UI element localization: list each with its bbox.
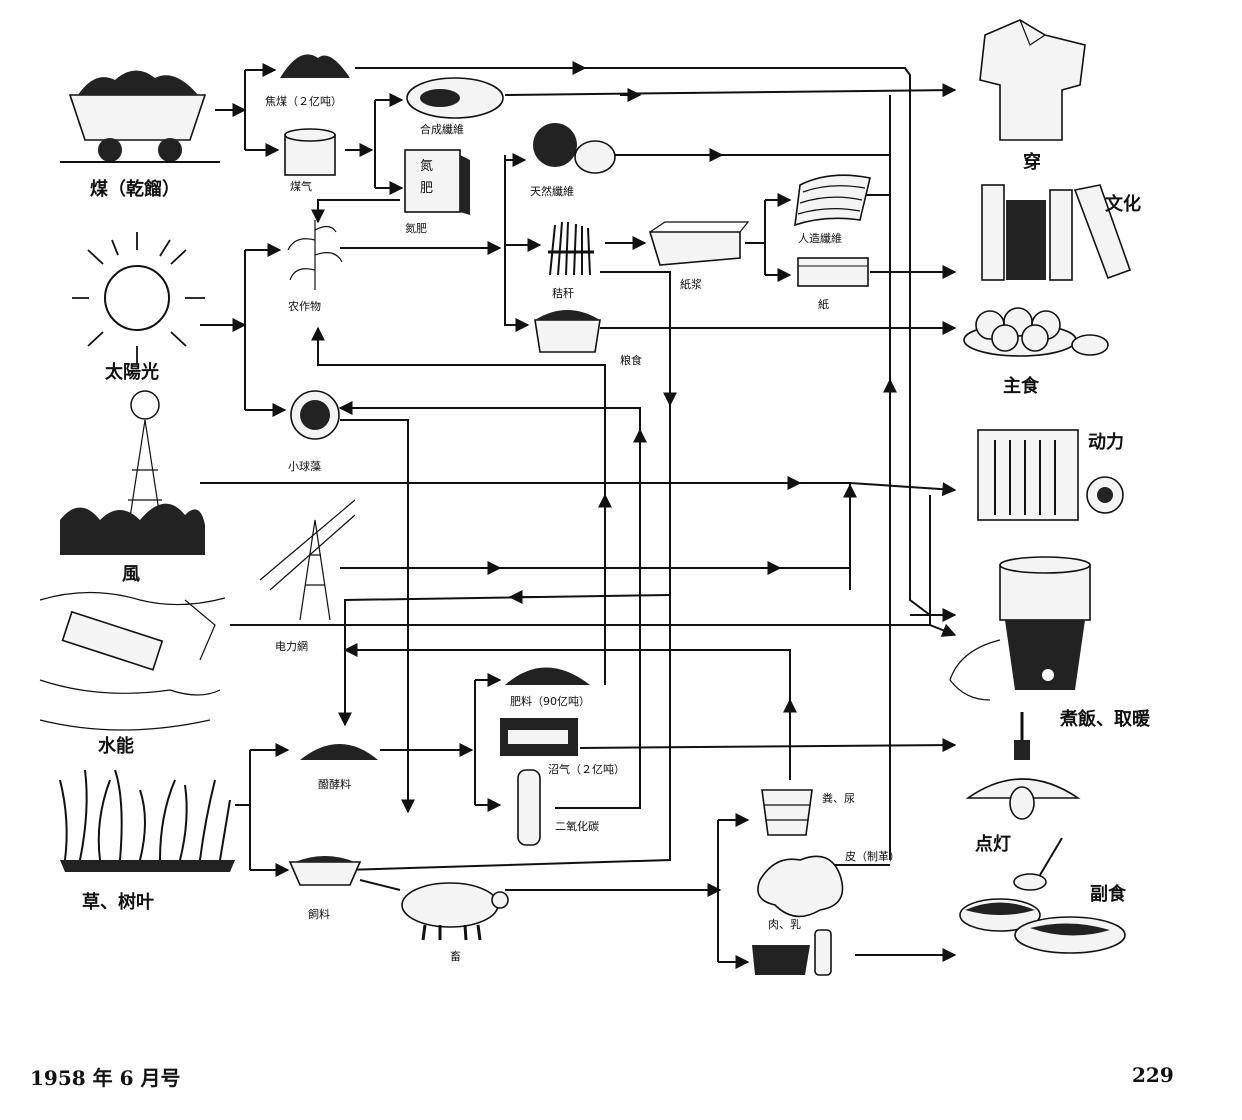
- synthetic-fiber-icon: [406, 77, 504, 119]
- fertilizer2-label: 肥料（90亿吨）: [510, 694, 590, 708]
- coal-gas-label: 煤气: [290, 179, 312, 193]
- output-staple-food-label: 主食: [1003, 375, 1040, 397]
- meat-milk-icon: [752, 929, 832, 976]
- power-pylon-icon: [259, 499, 356, 621]
- coke-label: 焦煤（２亿吨）: [265, 95, 342, 108]
- rayon-label: 人造纖維: [798, 231, 842, 245]
- pulp-tray-icon: [648, 221, 750, 266]
- feed-label: 飼料: [308, 907, 330, 921]
- co2-label: 二氧化碳: [555, 819, 599, 833]
- feed-trough-icon: [288, 856, 362, 886]
- machine-icon: [977, 429, 1124, 521]
- stove-pot-icon: [949, 556, 1091, 701]
- footer-issue: 1958 年 6 月号: [30, 1066, 180, 1090]
- natural-fiber-label: 天然纖維: [530, 184, 574, 198]
- steamed-buns-icon: [963, 307, 1109, 357]
- output-power-label: 动力: [1088, 432, 1124, 453]
- bucket-icon: [761, 789, 813, 836]
- gas-tank-icon: [284, 128, 336, 176]
- source-grass-label: 草、树叶: [82, 891, 154, 913]
- chlorella-label: 小球藻: [288, 459, 321, 473]
- manure-label: 粪、尿: [822, 791, 855, 805]
- books-icon: [981, 184, 1132, 281]
- rayon-icon: [794, 174, 871, 227]
- coal-cart-icon: [60, 70, 220, 163]
- dishes-icon: [959, 837, 1126, 954]
- crops-label: 农作物: [288, 299, 321, 313]
- pig-icon: [401, 882, 509, 941]
- stalks-label: 秸秆: [552, 287, 574, 300]
- compost-pile-icon: [300, 744, 378, 760]
- methane-digester-icon: [500, 718, 578, 756]
- livestock-label: 畜: [450, 949, 461, 963]
- grass-icon: [59, 769, 235, 872]
- source-water-label: 水能: [98, 735, 134, 757]
- flow-lines: [200, 61, 957, 969]
- svg-text:肥: 肥: [420, 181, 433, 196]
- cotton-icon: [533, 123, 616, 174]
- stalks-icon: [548, 221, 594, 276]
- footer-page-number: 229: [1132, 1063, 1174, 1087]
- synthetic-fiber-label: 合成纖維: [420, 122, 464, 136]
- fertilizer-label: 氮肥: [405, 221, 427, 235]
- watermill-icon: [39, 591, 226, 731]
- coke-pile-icon: [280, 54, 350, 78]
- paper-stack-icon: [797, 257, 869, 287]
- windmill-icon: [60, 390, 205, 555]
- output-lighting-label: 点灯: [975, 833, 1011, 855]
- output-cooking-label: 煮飯、取暖: [1059, 708, 1151, 730]
- compost-label: 醱酵料: [318, 777, 351, 791]
- grain-bowl-icon: [534, 310, 601, 353]
- output-culture-label: 文化: [1105, 193, 1141, 215]
- power-grid-label: 电力網: [275, 639, 308, 653]
- output-side-food-label: 副食: [1090, 883, 1127, 905]
- output-clothing-label: 穿: [1023, 151, 1041, 173]
- hide-icon: [757, 855, 844, 918]
- sun-icon: [72, 232, 205, 364]
- crops-icon: [287, 220, 343, 290]
- gas-cylinder-icon: [517, 769, 541, 846]
- shirt-icon: [979, 19, 1086, 141]
- source-coal-label: 煤（乾餾）: [90, 178, 180, 200]
- meat-milk-label: 肉、乳: [768, 918, 801, 931]
- lamp-icon: [965, 712, 1081, 820]
- methane-label: 沼气（２亿吨）: [548, 762, 625, 776]
- source-wind-label: 風: [122, 564, 140, 585]
- chlorella-icon: [290, 390, 340, 440]
- hide-label: 皮（制革）: [845, 849, 900, 863]
- svg-text:氮: 氮: [420, 159, 433, 174]
- paper-label: 紙: [818, 297, 829, 311]
- fertilizer-pile-icon: [505, 667, 590, 685]
- source-sunlight-label: 太陽光: [105, 361, 159, 383]
- fertilizer-bag-icon: 氮 肥: [404, 149, 470, 215]
- pulp-label: 紙浆: [680, 277, 702, 291]
- grain-label: 粮食: [620, 353, 642, 367]
